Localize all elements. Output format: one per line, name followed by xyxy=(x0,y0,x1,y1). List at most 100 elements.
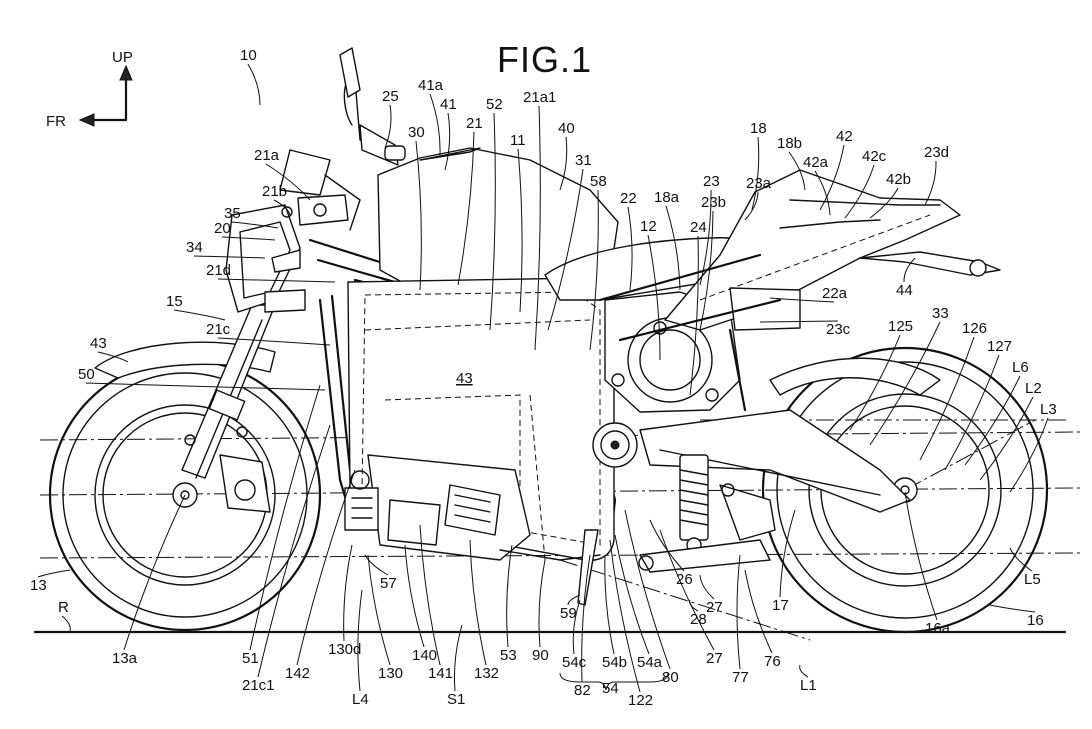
label-L2: L2 xyxy=(1025,380,1042,397)
label-30: 30 xyxy=(408,124,425,141)
leader-L6 xyxy=(964,375,1021,466)
leader-77 xyxy=(736,554,741,670)
direction-indicator: UP FR xyxy=(46,49,133,130)
front-fork xyxy=(181,304,276,513)
label-55: 43 xyxy=(456,370,473,387)
leader-54a xyxy=(614,534,650,655)
label-82: 82 xyxy=(574,682,591,699)
label-140: 140 xyxy=(412,647,437,664)
label-130: 130 xyxy=(378,665,403,682)
label-125: 125 xyxy=(888,318,913,335)
leader-23 xyxy=(699,189,712,286)
leader-11 xyxy=(517,148,523,313)
leader-21b xyxy=(273,199,291,216)
leader-58 xyxy=(589,189,599,351)
leader-41 xyxy=(444,112,451,171)
figure-title: FIG.1 xyxy=(497,39,592,80)
label-127: 127 xyxy=(987,338,1012,355)
leader-L3 xyxy=(1009,417,1049,493)
label-L4: L4 xyxy=(352,691,369,708)
rear-fender xyxy=(769,357,941,396)
label-57: 57 xyxy=(380,575,397,592)
label-42a: 42a xyxy=(803,154,829,171)
label-16: 16 xyxy=(1027,612,1044,629)
leader-R xyxy=(61,615,71,633)
front-fender xyxy=(94,341,276,379)
label-77: 77 xyxy=(732,669,749,686)
leader-15 xyxy=(173,309,226,321)
leader-25 xyxy=(384,104,392,149)
label-40: 40 xyxy=(558,120,575,137)
label-23c: 23c xyxy=(826,321,851,338)
linkage xyxy=(639,539,771,573)
label-L6: L6 xyxy=(1012,359,1029,376)
label-51: 51 xyxy=(242,650,259,667)
leader-126 xyxy=(919,336,975,461)
front-cowl xyxy=(225,204,306,313)
leader-23c xyxy=(759,320,839,323)
leader-42b xyxy=(869,187,899,219)
leader-132 xyxy=(469,539,487,666)
leader-21d xyxy=(217,278,336,283)
leader-18b xyxy=(788,151,806,191)
leader-13 xyxy=(37,569,71,578)
leader-57 xyxy=(364,554,389,576)
label-43: 43 xyxy=(90,335,107,352)
label-35: 35 xyxy=(224,205,241,222)
line-L6 xyxy=(904,419,1036,491)
label-18a: 18a xyxy=(654,189,680,206)
label-R: R xyxy=(58,599,69,616)
label-10: 10 xyxy=(240,47,257,64)
leader-22a xyxy=(769,297,835,303)
label-L3: L3 xyxy=(1040,401,1057,418)
leader-lines xyxy=(37,63,1049,693)
leader-18 xyxy=(751,136,760,211)
label-142: 142 xyxy=(285,665,310,682)
leader-21 xyxy=(457,131,475,286)
leader-34 xyxy=(193,255,266,259)
label-27: 27 xyxy=(706,650,723,667)
tank-cap xyxy=(419,147,481,161)
leader-90 xyxy=(538,559,546,648)
seat-and-tail xyxy=(544,169,1001,331)
leader-40 xyxy=(559,136,568,191)
label-54a: 54a xyxy=(637,654,663,671)
leader-23b xyxy=(699,210,714,331)
leader-140 xyxy=(404,544,425,648)
leader-33 xyxy=(869,321,941,446)
leader-82 xyxy=(581,554,591,683)
leader-21a1 xyxy=(534,105,541,351)
label-28: 28 xyxy=(690,611,707,628)
leader-44 xyxy=(903,257,916,283)
label-21a1: 21a1 xyxy=(523,89,556,106)
front-arrow-icon xyxy=(78,113,95,127)
leader-42 xyxy=(819,144,845,211)
handlebar-and-mirrors xyxy=(279,47,406,231)
leader-28 xyxy=(689,599,699,612)
label-130d: 130d xyxy=(328,641,361,658)
leader-141 xyxy=(419,524,441,666)
leader-30 xyxy=(415,140,422,291)
label-13: 13 xyxy=(30,577,47,594)
subframe xyxy=(598,253,782,412)
leader-S1 xyxy=(453,624,463,692)
label-11: 11 xyxy=(510,132,526,149)
label-54: 54 xyxy=(602,680,619,697)
brace-54 xyxy=(559,672,669,691)
leader-43 xyxy=(97,351,129,363)
label-126: 126 xyxy=(962,320,987,337)
label-23a: 23a xyxy=(746,175,772,192)
leader-50 xyxy=(85,382,326,391)
leader-23a xyxy=(744,191,759,221)
label-122: 122 xyxy=(628,692,653,709)
label-42: 42 xyxy=(836,128,853,145)
leader-21c xyxy=(217,337,331,346)
up-arrow-icon xyxy=(119,64,133,81)
label-54b: 54b xyxy=(602,654,627,671)
leader-31 xyxy=(547,168,584,331)
leader-53 xyxy=(506,544,513,648)
leader-41a xyxy=(429,93,441,157)
leader-16a xyxy=(904,491,938,621)
label-31: 31 xyxy=(575,152,592,169)
